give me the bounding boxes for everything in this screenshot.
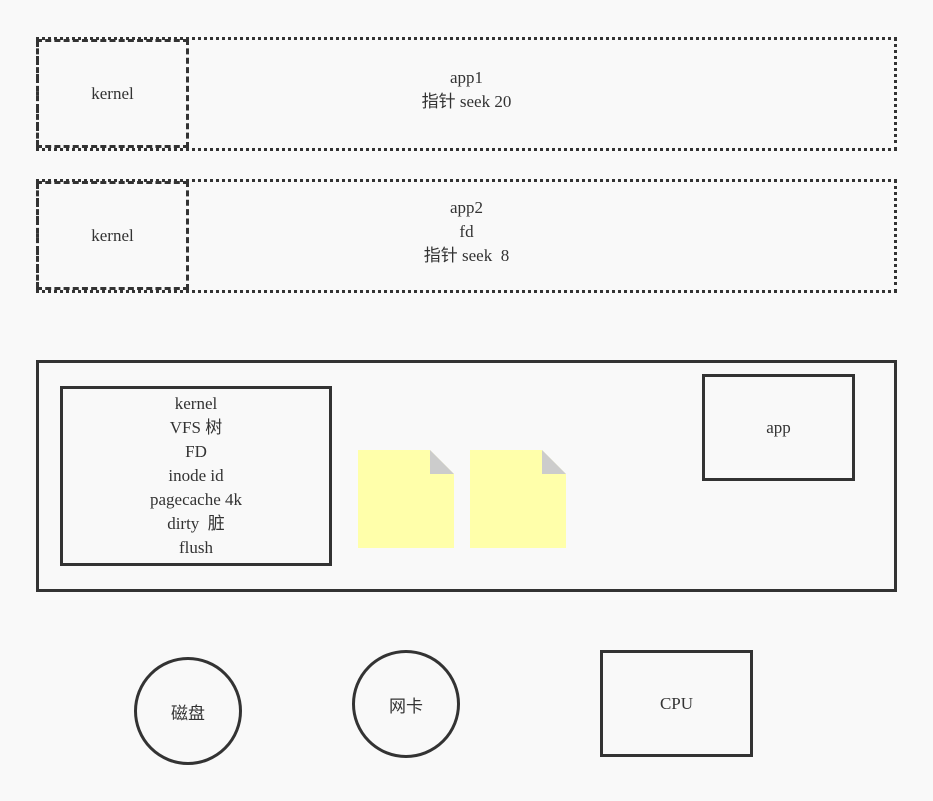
kernel-detail-line: pagecache 4k [149,490,243,509]
kernel-detail-line: kernel [174,394,218,413]
disk-label: 磁盘 [171,703,205,723]
process-app2-name: app2 [449,198,484,217]
memory-box [36,360,897,592]
process-app2-box: app2 fd 指针 seek 8 [36,179,897,293]
app-box: app [702,374,855,481]
process-app1-seek: 指针 seek 20 [421,92,512,111]
kernel-detail-line: inode id [168,466,224,485]
process-app1-name: app1 [449,68,484,87]
process-app2-fd: fd [459,222,474,241]
page-icon [358,450,454,548]
kernel-box-app2: kernel [36,181,189,290]
nic-label: 网卡 [389,696,423,716]
cpu-label: CPU [659,693,694,713]
process-app2-seek: 指针 seek 8 [423,246,510,265]
kernel-detail-box: kernel VFS 树 FD inode id pagecache 4k di… [60,386,332,566]
kernel-box-app1: kernel [36,39,189,148]
kernel-detail-line: dirty 脏 [167,514,225,533]
kernel-label-app1: kernel [91,83,134,103]
kernel-detail-line: FD [185,442,207,461]
app-label: app [766,417,791,437]
disk-circle: 磁盘 [134,657,242,765]
kernel-detail-line: flush [179,538,213,557]
process-app1-label: app1 指针 seek 20 [422,66,512,114]
kernel-detail-lines: kernel VFS 树 FD inode id pagecache 4k di… [150,392,242,560]
process-app2-label: app2 fd 指针 seek 8 [424,196,509,268]
cpu-box: CPU [600,650,753,757]
kernel-label-app2: kernel [91,225,134,245]
page-icon [470,450,566,548]
kernel-detail-line: VFS 树 [169,418,223,437]
nic-circle: 网卡 [352,650,460,758]
